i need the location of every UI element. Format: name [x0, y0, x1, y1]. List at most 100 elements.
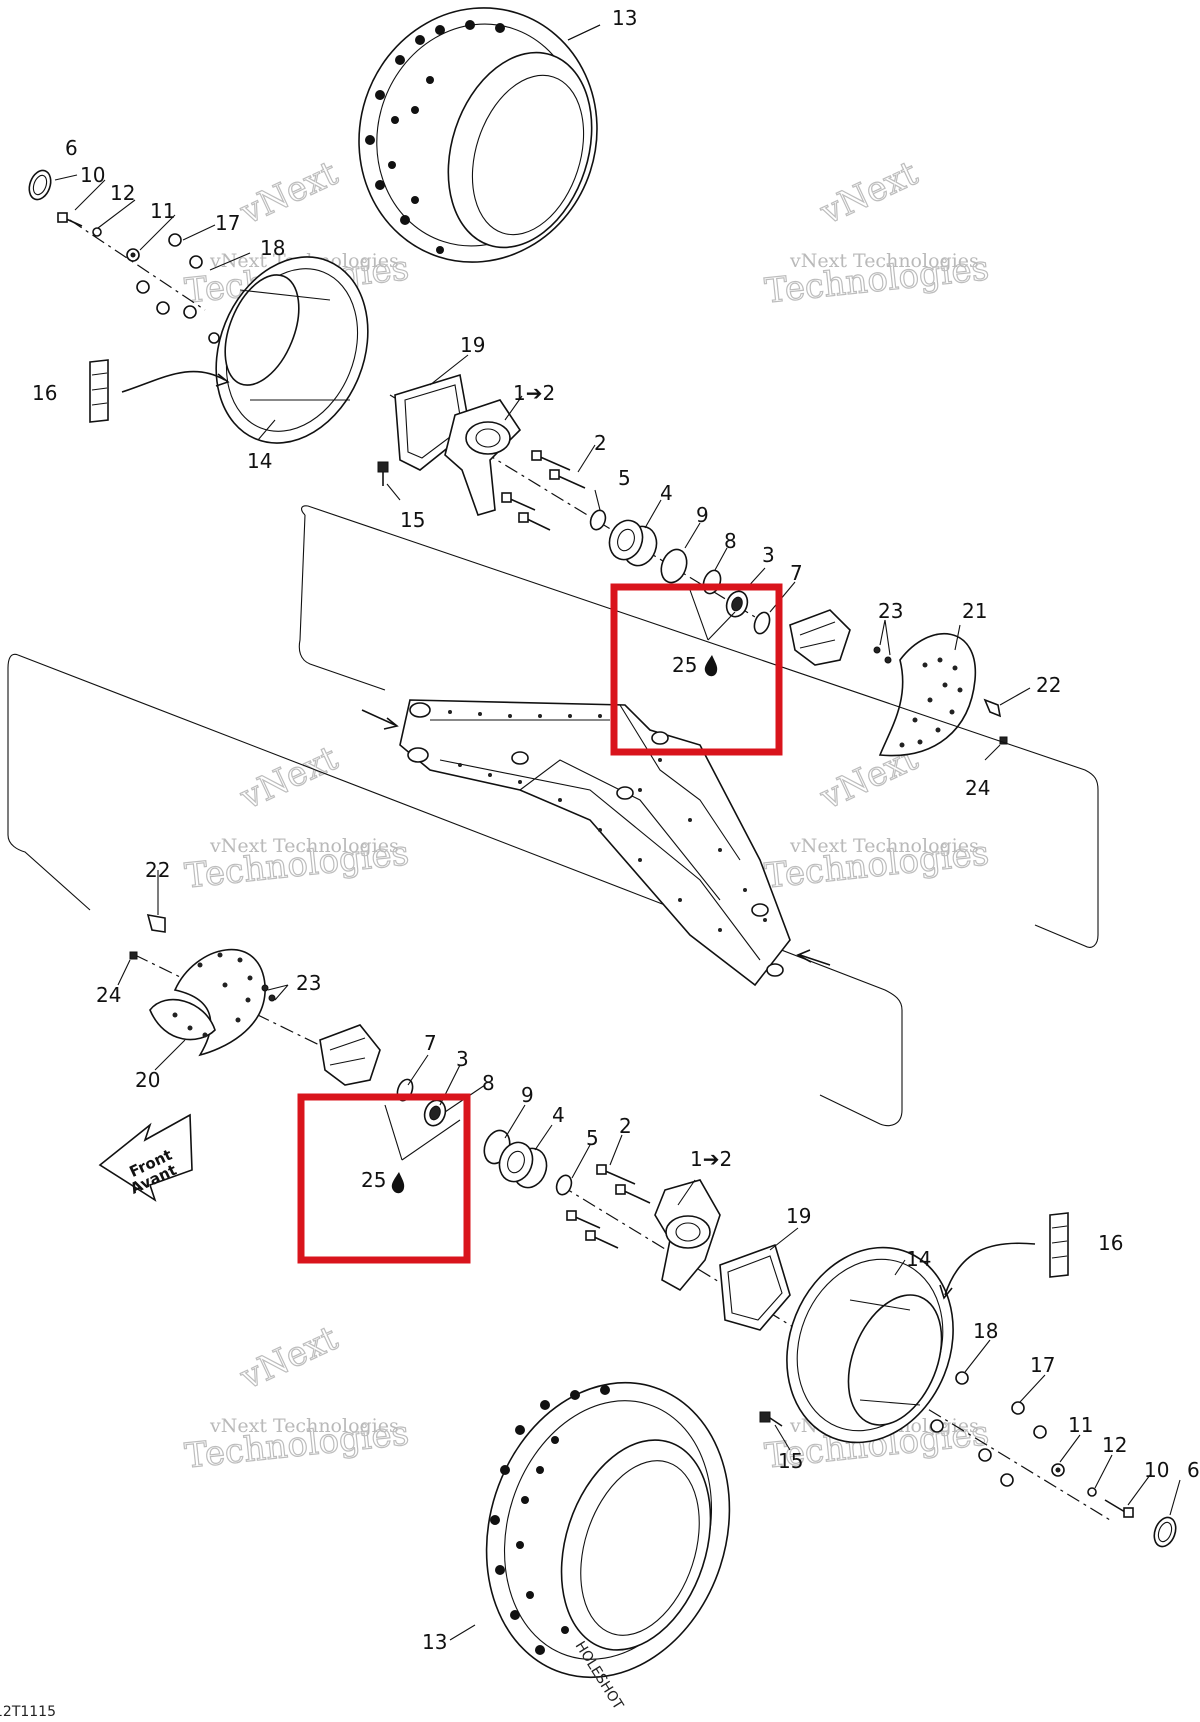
callout: 25	[361, 1168, 386, 1192]
callout: 8	[724, 529, 737, 553]
callout: 22	[1036, 673, 1061, 697]
callout: 1➔2	[690, 1147, 732, 1171]
callout: 23	[296, 971, 321, 995]
callout: 3	[762, 543, 775, 567]
callout: 14	[906, 1247, 931, 1271]
valve-stem	[377, 461, 389, 486]
svg-text:vNext Technologies: vNext Technologies	[789, 250, 979, 272]
callout: 18	[260, 236, 285, 260]
callout: 20	[135, 1068, 160, 1092]
callout: 8	[482, 1071, 495, 1095]
svg-text:vNext: vNext	[234, 153, 344, 233]
watermark: vNext Technologies Technologies vNext	[762, 738, 991, 898]
callout: 11	[1068, 1413, 1093, 1437]
highlight-box	[610, 583, 783, 756]
svg-text:vNext Technologies: vNext Technologies	[209, 835, 399, 857]
wheel-nuts	[930, 1401, 1047, 1487]
bearing	[608, 519, 658, 567]
callout: 13	[612, 6, 637, 30]
steering-knuckle	[654, 1179, 721, 1292]
highlight-box	[297, 1093, 471, 1264]
callout: 5	[618, 466, 631, 490]
bracket	[146, 913, 166, 933]
bearing	[498, 1141, 548, 1189]
bolts	[501, 450, 586, 531]
wheel-weight	[1049, 1212, 1069, 1278]
axis-line	[389, 394, 761, 621]
washer	[92, 227, 102, 237]
axis-line	[69, 219, 206, 311]
washer	[1087, 1487, 1097, 1497]
screw	[873, 646, 881, 654]
rim	[786, 1246, 954, 1444]
lubricant-drop-icon	[704, 655, 718, 677]
rim	[215, 256, 369, 444]
hub-carrier	[319, 1024, 381, 1086]
callout: 12	[110, 181, 135, 205]
callout: 9	[521, 1083, 534, 1107]
callout: 15	[778, 1449, 803, 1473]
seal	[423, 1099, 447, 1127]
callout: 19	[786, 1204, 811, 1228]
callout: 7	[424, 1031, 437, 1055]
callout: 9	[696, 503, 709, 527]
callout: 16	[1098, 1231, 1123, 1255]
front-direction-arrow: Front Avant	[98, 1113, 193, 1202]
svg-text:vNext Technologies: vNext Technologies	[789, 835, 979, 857]
callout: 18	[973, 1319, 998, 1343]
callout: 17	[215, 211, 240, 235]
callout: 4	[660, 481, 673, 505]
o-ring	[753, 611, 771, 635]
lubricant-drop-icon	[391, 1172, 405, 1194]
callout-labels: 13 6 10 12 11 17 18 16 14 19 1➔2 2 15 5 …	[32, 6, 1200, 1654]
watermark: vNext Technologies Technologies vNext	[182, 738, 411, 898]
screw	[268, 994, 276, 1002]
callout: 17	[1030, 1353, 1055, 1377]
callout: 22	[145, 858, 170, 882]
callout: 24	[965, 776, 990, 800]
callout: 10	[80, 163, 105, 187]
frame-arm-assembly	[7, 505, 1099, 1127]
callout: 15	[400, 508, 425, 532]
circlip	[660, 548, 688, 584]
bracket	[983, 698, 1002, 718]
a-arm	[399, 699, 791, 987]
spacer	[589, 509, 607, 531]
dust-cap	[28, 169, 52, 201]
screw	[129, 951, 138, 960]
figure-id: 12T1115	[0, 1704, 56, 1720]
lube-leader	[689, 589, 736, 641]
screw	[884, 656, 892, 664]
callout: 24	[96, 983, 121, 1007]
screw	[999, 736, 1008, 745]
callout: 14	[247, 449, 272, 473]
callout: 2	[619, 1114, 632, 1138]
callout: 4	[552, 1103, 565, 1127]
svg-text:vNext: vNext	[814, 153, 924, 233]
callout: 16	[32, 381, 57, 405]
o-ring	[702, 569, 722, 595]
watermark: vNext Technologies Technologies vNext	[762, 153, 991, 313]
tire: HOLESHOT	[485, 1381, 731, 1713]
callout: 6	[1187, 1458, 1200, 1482]
callout: 19	[460, 333, 485, 357]
callout: 6	[65, 136, 78, 160]
bolt	[1104, 1499, 1126, 1513]
top-assembly	[28, 7, 1031, 761]
callout: 11	[150, 199, 175, 223]
dust-cap	[1153, 1516, 1177, 1548]
callout: 13	[422, 1630, 447, 1654]
callout: 3	[456, 1047, 469, 1071]
callout: 1➔2	[513, 381, 555, 405]
bolts	[566, 1164, 651, 1249]
gasket-plate	[394, 373, 471, 471]
tire	[358, 7, 598, 263]
callout: 12	[1102, 1433, 1127, 1457]
wheel-weight	[89, 359, 109, 423]
svg-text:vNext: vNext	[234, 738, 344, 818]
seal	[725, 590, 749, 618]
valve-stem	[759, 1411, 783, 1427]
washer	[955, 1371, 969, 1385]
watermark: vNext Technologies Technologies vNext	[182, 1318, 411, 1478]
